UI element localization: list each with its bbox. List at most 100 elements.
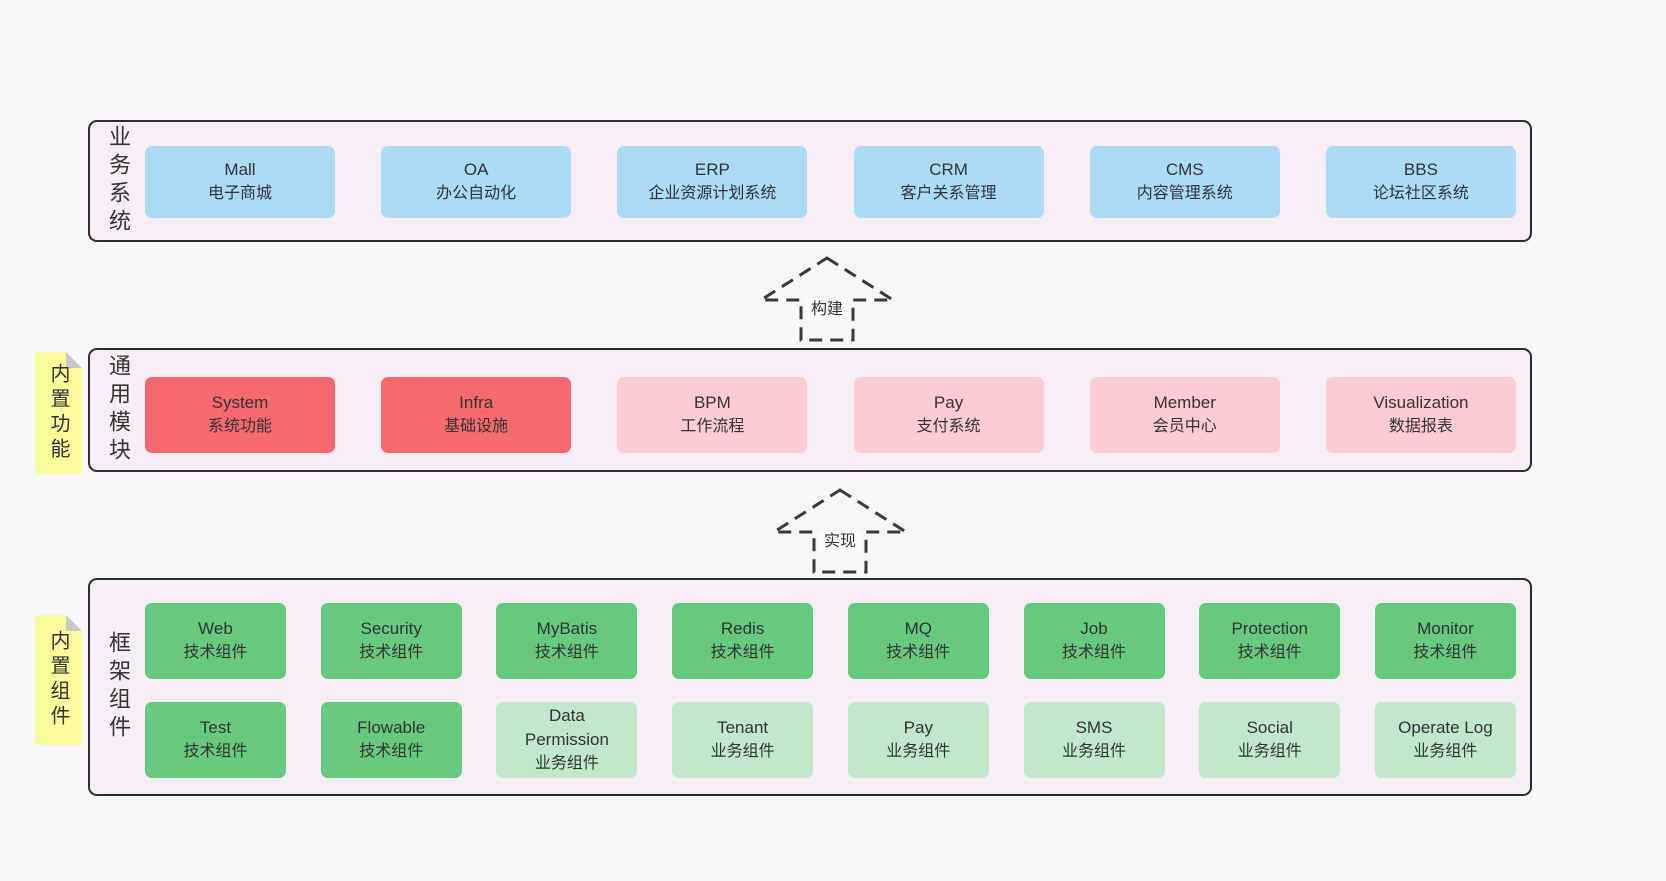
box-infra: Infra 基础设施 bbox=[381, 377, 572, 453]
box-mybatis: MyBatis 技术组件 bbox=[496, 603, 638, 679]
sticky-note-built-in-functions: 内置功能 bbox=[35, 352, 82, 474]
components-box-row-1: Web 技术组件 Security 技术组件 MyBatis 技术组件 Redi… bbox=[145, 603, 1516, 679]
box-member: Member 会员中心 bbox=[1089, 377, 1280, 453]
box-subtitle: 业务组件 bbox=[1062, 743, 1127, 760]
build-arrow-label: 构建 bbox=[805, 299, 849, 321]
box-title: Job bbox=[1080, 619, 1108, 638]
box-title: Infra bbox=[459, 393, 494, 412]
box-subtitle: 技术组件 bbox=[1413, 644, 1478, 661]
box-subtitle: 技术组件 bbox=[886, 644, 951, 661]
box-subtitle: 客户关系管理 bbox=[900, 185, 997, 202]
box-erp: ERP 企业资源计划系统 bbox=[617, 146, 808, 218]
box-title: Security bbox=[360, 619, 422, 638]
box-title: Monitor bbox=[1417, 619, 1474, 638]
box-subtitle: 技术组件 bbox=[710, 644, 775, 661]
box-title: Protection bbox=[1231, 619, 1308, 638]
box-title: Data Permission bbox=[524, 706, 609, 749]
up-arrow-dashed-icon bbox=[771, 488, 909, 574]
box-title: Member bbox=[1153, 393, 1216, 412]
box-subtitle: 技术组件 bbox=[359, 743, 424, 760]
layer-common-modules: 通用模块 System 系统功能 Infra 基础设施 BPM 工作流程 Pay… bbox=[88, 348, 1532, 472]
box-subtitle: 企业资源计划系统 bbox=[648, 185, 777, 202]
box-subtitle: 技术组件 bbox=[183, 743, 248, 760]
box-subtitle: 技术组件 bbox=[1062, 644, 1127, 661]
box-subtitle: 业务组件 bbox=[710, 743, 775, 760]
business-box-row: Mall 电子商城 OA 办公自动化 ERP 企业资源计划系统 CRM 客户关系… bbox=[145, 146, 1516, 218]
components-box-row-2: Test 技术组件 Flowable 技术组件 Data Permission … bbox=[145, 702, 1516, 778]
box-bbs: BBS 论坛社区系统 bbox=[1325, 146, 1516, 218]
box-mall: Mall 电子商城 bbox=[145, 146, 335, 218]
box-operate-log: Operate Log 业务组件 bbox=[1374, 702, 1516, 778]
box-title: MQ bbox=[904, 619, 932, 638]
modules-box-row: System 系统功能 Infra 基础设施 BPM 工作流程 Pay 支付系统… bbox=[145, 377, 1516, 453]
box-job: Job 技术组件 bbox=[1023, 603, 1165, 679]
box-subtitle: 业务组件 bbox=[1413, 743, 1478, 760]
box-subtitle: 业务组件 bbox=[1237, 743, 1302, 760]
box-cms: CMS 内容管理系统 bbox=[1089, 146, 1280, 218]
box-pay-module: Pay 支付系统 bbox=[853, 377, 1044, 453]
box-subtitle: 业务组件 bbox=[886, 743, 951, 760]
box-title: OA bbox=[463, 160, 489, 179]
box-tenant: Tenant 业务组件 bbox=[672, 702, 814, 778]
box-subtitle: 支付系统 bbox=[916, 418, 981, 435]
box-social: Social 业务组件 bbox=[1199, 702, 1341, 778]
box-title: Social bbox=[1246, 718, 1293, 737]
box-subtitle: 电子商城 bbox=[207, 185, 272, 202]
layer-business-systems: 业务系统 Mall 电子商城 OA 办公自动化 ERP 企业资源计划系统 CRM… bbox=[88, 120, 1532, 242]
box-pay-component: Pay 业务组件 bbox=[847, 702, 989, 778]
implement-arrow-icon: 实现 bbox=[771, 487, 909, 575]
box-web: Web 技术组件 bbox=[145, 603, 286, 679]
box-subtitle: 技术组件 bbox=[1237, 644, 1302, 661]
box-subtitle: 工作流程 bbox=[680, 418, 745, 435]
box-subtitle: 技术组件 bbox=[534, 644, 599, 661]
box-data-permission: Data Permission 业务组件 bbox=[496, 702, 638, 778]
box-title: Redis bbox=[720, 619, 765, 638]
layer-business-label: 业务系统 bbox=[106, 125, 131, 237]
box-crm: CRM 客户关系管理 bbox=[853, 146, 1044, 218]
box-visualization: Visualization 数据报表 bbox=[1325, 377, 1516, 453]
build-arrow-icon: 构建 bbox=[758, 255, 896, 343]
box-title: MyBatis bbox=[536, 619, 598, 638]
box-subtitle: 数据报表 bbox=[1388, 418, 1453, 435]
box-subtitle: 系统功能 bbox=[207, 418, 272, 435]
box-subtitle: 会员中心 bbox=[1152, 418, 1217, 435]
box-title: BPM bbox=[693, 393, 731, 412]
box-title: Pay bbox=[903, 718, 933, 737]
implement-arrow-label: 实现 bbox=[818, 531, 862, 553]
box-title: Flowable bbox=[357, 718, 426, 737]
layer-modules-label: 通用模块 bbox=[106, 354, 131, 466]
box-monitor: Monitor 技术组件 bbox=[1374, 603, 1516, 679]
box-subtitle: 业务组件 bbox=[534, 755, 599, 772]
box-title: Web bbox=[198, 619, 233, 638]
box-title: ERP bbox=[694, 160, 730, 179]
box-oa: OA 办公自动化 bbox=[381, 146, 572, 218]
box-title: Visualization bbox=[1373, 393, 1469, 412]
box-title: BBS bbox=[1403, 160, 1438, 179]
up-arrow-dashed-icon bbox=[758, 256, 896, 342]
box-flowable: Flowable 技术组件 bbox=[320, 702, 462, 778]
box-title: CMS bbox=[1165, 160, 1204, 179]
box-subtitle: 技术组件 bbox=[359, 644, 424, 661]
box-subtitle: 内容管理系统 bbox=[1136, 185, 1233, 202]
box-mq: MQ 技术组件 bbox=[847, 603, 989, 679]
box-bpm: BPM 工作流程 bbox=[617, 377, 808, 453]
box-subtitle: 办公自动化 bbox=[436, 185, 517, 202]
box-title: Tenant bbox=[717, 718, 769, 737]
box-sms: SMS 业务组件 bbox=[1023, 702, 1165, 778]
box-system: System 系统功能 bbox=[145, 377, 335, 453]
box-subtitle: 论坛社区系统 bbox=[1372, 185, 1469, 202]
box-test: Test 技术组件 bbox=[145, 702, 286, 778]
box-title: Pay bbox=[933, 393, 964, 412]
layer-components-label: 框架组件 bbox=[106, 631, 131, 743]
layer-framework-components: 框架组件 Web 技术组件 Security 技术组件 MyBatis 技术组件… bbox=[88, 578, 1532, 796]
box-title: SMS bbox=[1075, 718, 1113, 737]
box-title: Operate Log bbox=[1398, 718, 1493, 737]
sticky-note-built-in-components: 内置组件 bbox=[35, 615, 82, 745]
box-subtitle: 基础设施 bbox=[444, 418, 509, 435]
box-title: Mall bbox=[224, 160, 256, 179]
box-title: System bbox=[211, 393, 269, 412]
box-subtitle: 技术组件 bbox=[183, 644, 248, 661]
box-security: Security 技术组件 bbox=[320, 603, 462, 679]
box-redis: Redis 技术组件 bbox=[672, 603, 814, 679]
